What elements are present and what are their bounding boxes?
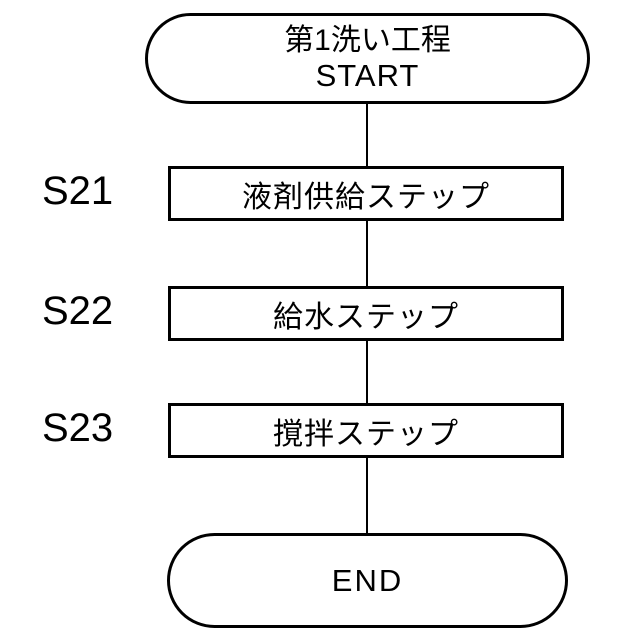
step-id-s23: S23 [42, 406, 114, 450]
step-label-s22: 給水ステップ [273, 300, 459, 334]
start-title-text: 第1洗い工程 [284, 23, 451, 57]
terminal-start: 第1洗い工程 START [145, 13, 590, 104]
end-label-text: END [331, 562, 404, 598]
start-label-text: START [315, 57, 420, 93]
step-box-s22: 給水ステップ [168, 286, 564, 341]
step-id-s22: S22 [42, 289, 114, 333]
step-id-s21: S21 [42, 169, 114, 213]
terminal-end: END [167, 533, 568, 628]
step-label-s23: 撹拌ステップ [273, 417, 459, 451]
step-label-s21: 液剤供給ステップ [242, 180, 490, 214]
step-box-s23: 撹拌ステップ [168, 403, 564, 458]
step-box-s21: 液剤供給ステップ [168, 166, 564, 221]
